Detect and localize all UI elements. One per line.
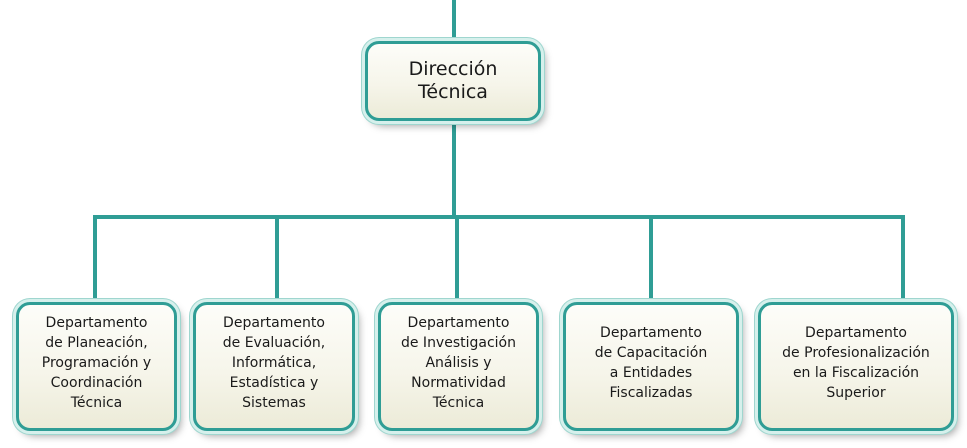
node-depto-investigacion: Departamento de Investigación Análisis y… (378, 302, 539, 431)
node-label: Departamento de Capacitación a Entidades… (594, 324, 708, 401)
node-label: Departamento de Planeación, Programación… (41, 314, 152, 411)
node-depto-profesionalizacion: Departamento de Profesionalización en la… (758, 302, 954, 431)
node-depto-capacitacion: Departamento de Capacitación a Entidades… (563, 302, 739, 431)
node-label: Departamento de Evaluación, Informática,… (222, 314, 326, 411)
node-depto-evaluacion: Departamento de Evaluación, Informática,… (193, 302, 355, 431)
node-label: Dirección Técnica (408, 58, 498, 103)
node-label: Departamento de Profesionalización en la… (782, 324, 930, 401)
node-label: Departamento de Investigación Análisis y… (400, 314, 516, 411)
node-depto-planeacion: Departamento de Planeación, Programación… (16, 302, 177, 431)
node-direccion-tecnica: Dirección Técnica (365, 41, 541, 121)
